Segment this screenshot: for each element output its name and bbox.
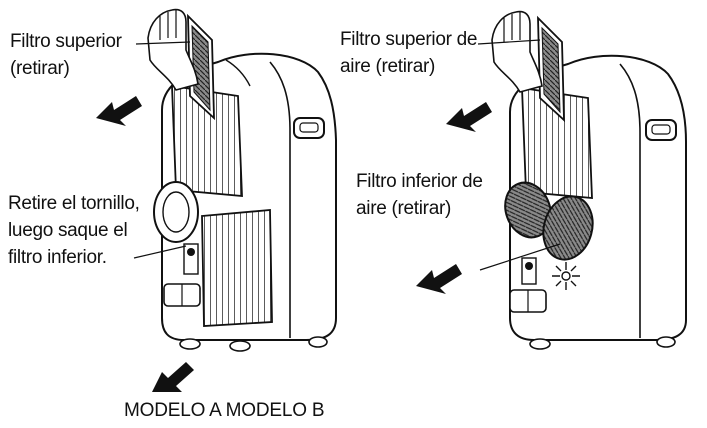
model-a-top-filter-label: Filtro superior (retirar)	[10, 28, 122, 82]
model-b-top-filter-label-line2: aire (retirar)	[340, 56, 436, 77]
model-a-screw-instruction: Retire el tornillo, luego saque el filtr…	[8, 190, 140, 271]
model-a-screw-instruction-line1: Retire el tornillo,	[8, 193, 140, 214]
model-b-unit	[416, 10, 687, 350]
model-b-bottom-filter-label: Filtro inferior de aire (retirar)	[356, 168, 483, 222]
models-caption: MODELO A MODELO B	[124, 400, 325, 421]
model-b-bottom-filter-label-line2: aire (retirar)	[356, 198, 452, 219]
model-a-unit	[96, 8, 337, 392]
model-a-screw-instruction-line2: luego saque el	[8, 220, 128, 241]
model-a-screw-instruction-line3: filtro inferior.	[8, 247, 107, 268]
model-a-top-filter-label-line2: (retirar)	[10, 58, 70, 79]
model-b-bottom-filter-label-line1: Filtro inferior de	[356, 171, 483, 192]
model-a-top-filter-label-line1: Filtro superior	[10, 31, 122, 52]
model-b-top-filter-label: Filtro superior de aire (retirar)	[340, 26, 477, 80]
model-b-top-filter-label-line1: Filtro superior de	[340, 29, 478, 50]
